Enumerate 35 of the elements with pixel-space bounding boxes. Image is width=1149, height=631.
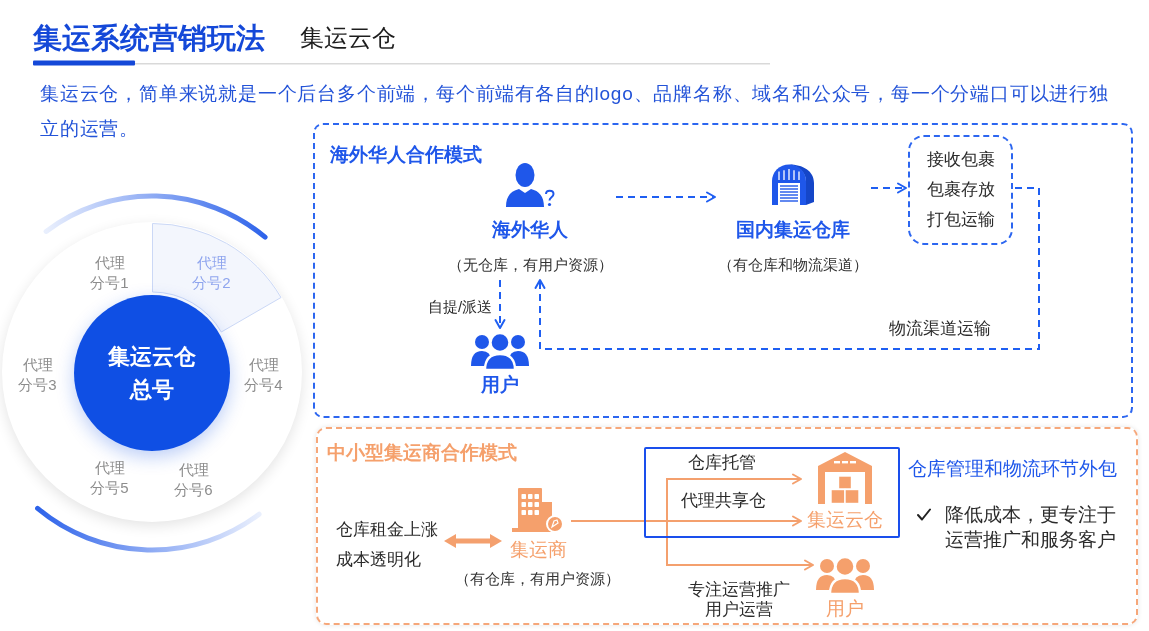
arrow bbox=[870, 182, 907, 194]
double-arrow bbox=[444, 534, 502, 548]
dashed-box: 接收包裹 包裹存放 打包运输 bbox=[908, 135, 1013, 245]
arrow bbox=[570, 520, 814, 571]
title: 集运系统营销玩法 bbox=[33, 22, 265, 54]
node-label: 海外华人 bbox=[492, 218, 568, 242]
node-label: 国内集运仓库 bbox=[736, 218, 850, 242]
sector-label: 代理分号4 bbox=[243, 355, 284, 395]
sector-label: 代理分号5 bbox=[89, 458, 130, 498]
highlighted-sector: 代理分号2 bbox=[152, 223, 283, 334]
sector-label: 代理分号1 bbox=[89, 253, 130, 293]
node-caption: 仓库管理和物流环节外包 bbox=[908, 457, 1117, 481]
arrow bbox=[494, 279, 506, 329]
note-text: 降低成本，更专注于运营推广和服务客户 bbox=[945, 503, 1117, 552]
node-caption: （有仓库，有用户资源） bbox=[454, 569, 620, 589]
node-label: 集运商 bbox=[509, 538, 567, 562]
edge-label: 仓库托管 bbox=[686, 452, 758, 474]
edge-label: 物流渠道运输 bbox=[887, 318, 993, 340]
node-label: 成本透明化 bbox=[336, 549, 422, 571]
node-label: 用户 bbox=[481, 374, 519, 396]
panel-heading: 海外华人合作模式 bbox=[330, 143, 482, 167]
node-caption: （无仓库，有用户资源） bbox=[447, 255, 613, 275]
sector-label: 代理分号6 bbox=[173, 460, 214, 500]
node-label: 用户 bbox=[826, 598, 864, 620]
subtitle: 集运云仓 bbox=[300, 23, 396, 53]
sector-label: 代理分号3 bbox=[17, 355, 58, 395]
node-label: 仓库租金上涨 bbox=[336, 519, 439, 541]
edge-label: 代理共享仓 bbox=[678, 490, 768, 512]
arrow bbox=[534, 187, 1040, 350]
node-label: 集运云仓 bbox=[807, 508, 883, 532]
node-caption: （有仓库和物流渠道） bbox=[718, 255, 868, 275]
outlined-box bbox=[644, 447, 900, 538]
hub-circle: 集运云仓总号 bbox=[74, 295, 230, 451]
panel-heading: 中小型集运商合作模式 bbox=[327, 441, 517, 465]
arrow bbox=[615, 191, 716, 203]
